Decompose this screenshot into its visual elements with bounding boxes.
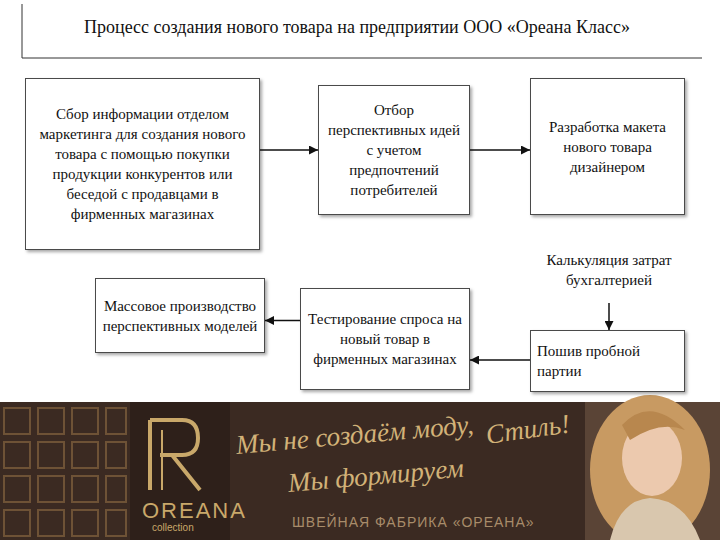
flow-arrow bbox=[260, 149, 318, 151]
step-text: Отбор перспективных идей с учетом предпо… bbox=[325, 100, 463, 200]
step-text: Разработка макета нового товара дизайнер… bbox=[537, 117, 678, 177]
frame-line bbox=[22, 4, 23, 58]
flow-arrow bbox=[470, 359, 530, 361]
brand-name: OREANA bbox=[142, 498, 247, 524]
brand-subtitle: collection bbox=[152, 522, 194, 533]
factory-name: ШВЕЙНАЯ ФАБРИКА «ОРЕАНА» bbox=[292, 514, 535, 530]
step-text: Массовое производство перспективных моде… bbox=[102, 296, 258, 336]
process-box: Разработка макета нового товара дизайнер… bbox=[530, 78, 685, 215]
step-text: Сбор информации отделом маркетинга для с… bbox=[32, 104, 253, 224]
slide-title: Процесс создания нового товара на предпр… bbox=[84, 16, 709, 38]
flow-arrow bbox=[470, 149, 530, 151]
step-text: Тестирование спроса на новый товар в фир… bbox=[307, 309, 463, 369]
logo-mark bbox=[150, 420, 200, 490]
step-text: Пошив пробной партии bbox=[537, 341, 678, 381]
banner-pattern bbox=[4, 408, 126, 536]
flow-arrow bbox=[265, 320, 300, 322]
process-box: Отбор перспективных идей с учетом предпо… bbox=[318, 85, 470, 215]
process-box: Сбор информации отделом маркетинга для с… bbox=[25, 78, 260, 250]
process-step: Калькуляция затрат бухгалтерией bbox=[535, 237, 683, 303]
process-box: Пошив пробной партии bbox=[530, 330, 685, 392]
flow-arrow bbox=[608, 303, 610, 330]
step-text: Калькуляция затрат бухгалтерией bbox=[541, 250, 677, 290]
frame-line bbox=[22, 58, 702, 59]
process-box: Тестирование спроса на новый товар в фир… bbox=[300, 288, 470, 390]
process-box: Массовое производство перспективных моде… bbox=[95, 278, 265, 353]
woman-photo bbox=[590, 395, 710, 540]
